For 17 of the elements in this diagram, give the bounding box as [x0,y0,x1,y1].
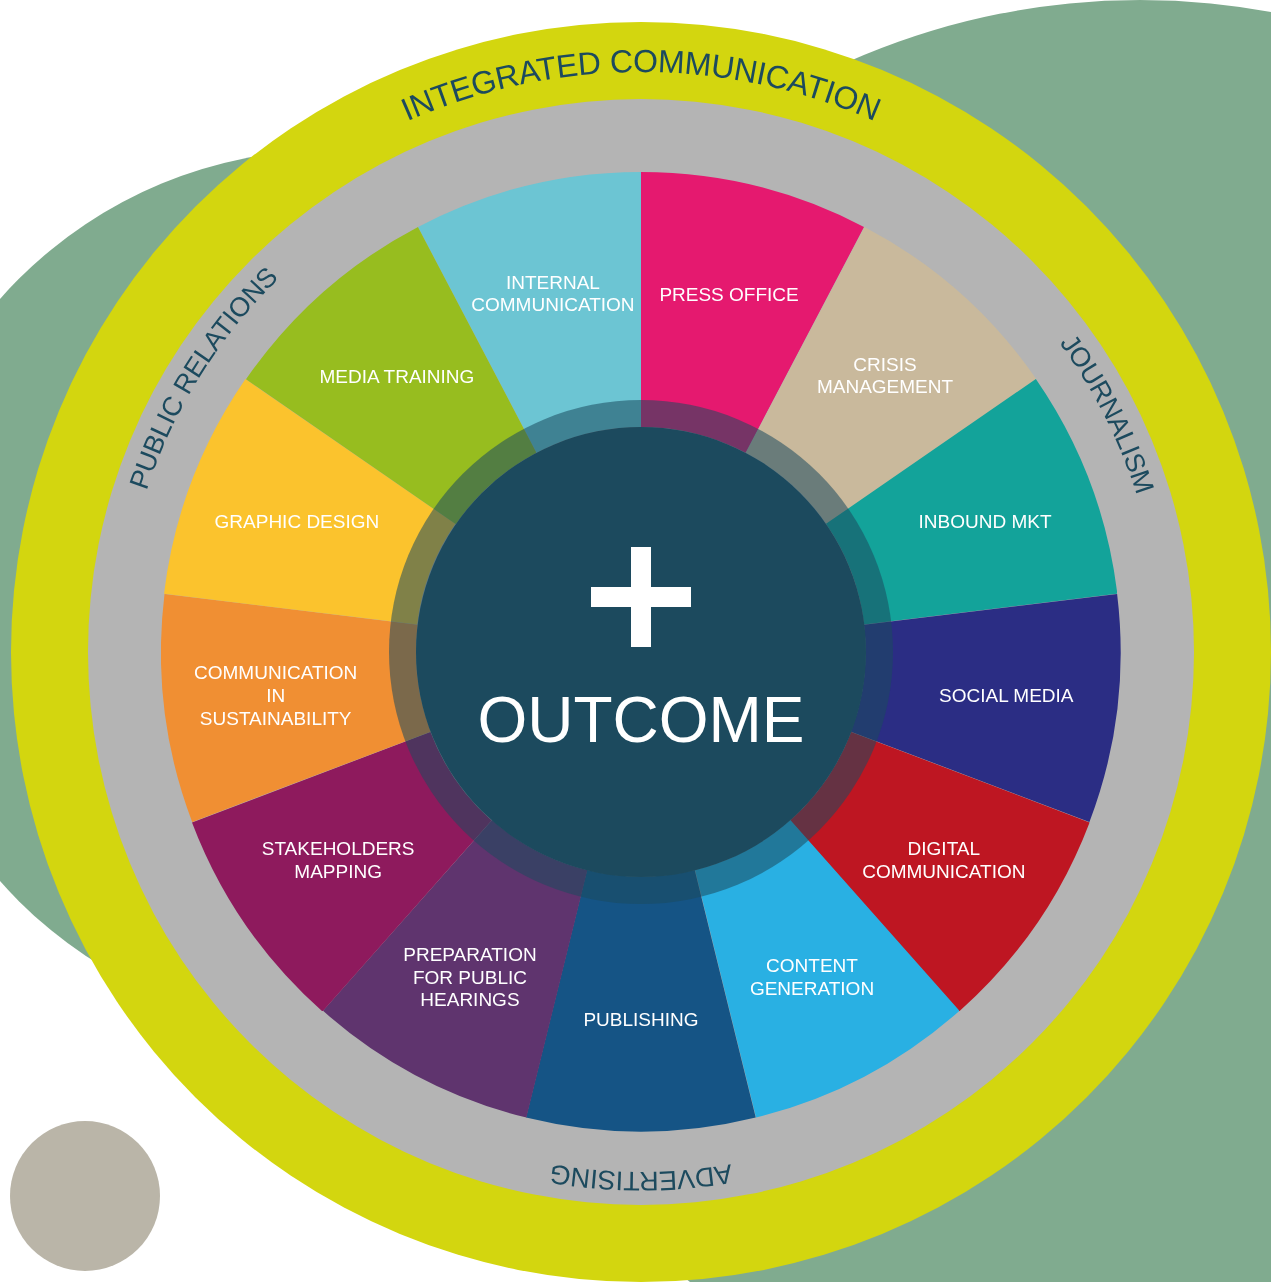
segment-label: GRAPHIC DESIGN [213,510,381,533]
segment-label: DIGITAL COMMUNICATION [861,838,1027,884]
segment-label: CRISIS MANAGEMENT [815,353,955,400]
segment-label: MEDIA TRAINING [318,365,476,388]
segment-label: INBOUND MKT [917,510,1053,533]
center-label: OUTCOME [477,683,805,757]
ring-label: ADVERTISING [547,1158,735,1196]
segment-label: CONTENT GENERATION [748,955,876,1001]
segment-label: COMMUNICATION IN SUSTAINABILITY [193,662,359,731]
segment-label: PUBLISHING [582,1008,700,1032]
segment-label: INTERNAL COMMUNICATION [470,271,636,318]
wheel-segment [851,594,1121,823]
segment-label: PRESS OFFICE [658,283,800,307]
segment-label: PREPARATION FOR PUBLIC HEARINGS [402,943,538,1012]
segment-label: SOCIAL MEDIA [938,684,1075,708]
wheel-segment [161,594,431,823]
segment-label: STAKEHOLDERS MAPPING [260,838,416,884]
